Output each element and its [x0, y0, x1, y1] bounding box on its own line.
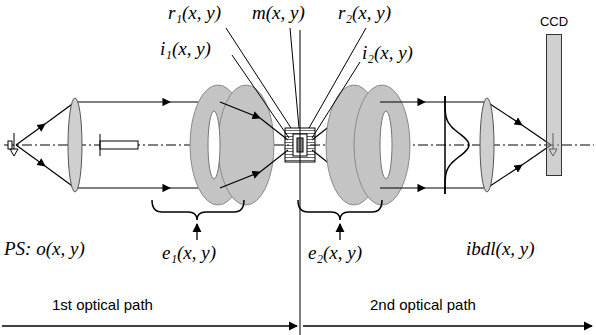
collimator-lens — [68, 98, 82, 192]
light-rays — [425, 187, 487, 188]
light-rays — [380, 187, 425, 188]
focusing-rays — [260, 118, 288, 140]
path-arrow — [303, 325, 592, 326]
objective-lens-left — [218, 85, 274, 205]
label-i2: i₂(x, y) — [362, 42, 413, 64]
central-stop — [100, 141, 138, 149]
light-rays — [75, 101, 170, 102]
leader-line — [309, 28, 366, 128]
leader-line — [226, 28, 366, 138]
leader-line — [290, 28, 299, 128]
point-source-arrow — [8, 141, 12, 149]
sensor-label: CCD — [538, 14, 570, 30]
gaussian-filter-profile — [445, 96, 469, 194]
path-divider — [300, 30, 301, 335]
central-stop — [100, 134, 138, 156]
central-stop — [100, 134, 101, 156]
pointer-arrow — [196, 224, 197, 240]
leader-line — [232, 55, 289, 138]
objective-lens-left — [208, 111, 220, 179]
focusing-rays — [220, 172, 260, 188]
light-rays — [380, 102, 551, 188]
path-label: 2nd optical path — [370, 296, 476, 314]
bracket — [152, 200, 382, 220]
path-arrow — [2, 325, 297, 326]
light-rays — [16, 145, 45, 166]
objective-lens-right — [326, 85, 410, 205]
light-rays — [16, 102, 220, 188]
bracket — [298, 200, 382, 220]
light-rays — [425, 101, 487, 102]
light-rays — [75, 187, 170, 188]
objective-lens-right — [380, 111, 392, 179]
label-r1: r₁(x, y) — [168, 2, 221, 24]
ccd-chip — [546, 34, 562, 176]
point-source-arrow — [10, 149, 18, 156]
light-rays — [16, 124, 45, 145]
light-rays — [380, 101, 425, 102]
label-source: PS: o(x, y) — [4, 238, 85, 260]
pointer-arrow — [197, 224, 340, 240]
focusing-rays — [260, 150, 288, 172]
label-ibdl: ibdl(x, y) — [466, 238, 535, 260]
point-source-arrow — [14, 133, 15, 150]
objective-lens-left — [190, 85, 274, 205]
path-label: 1st optical path — [52, 296, 153, 314]
label-r2: r₂(x, y) — [338, 2, 391, 24]
path-arrow — [2, 325, 592, 326]
objective-lens-right — [354, 85, 410, 205]
focusing-rays — [220, 102, 260, 118]
leader-line — [312, 62, 360, 138]
leader-line — [226, 28, 291, 128]
ccd-sensor: CCD — [538, 14, 570, 176]
label-m: m(x, y) — [252, 2, 305, 24]
label-e2: e₂(x, y) — [308, 242, 362, 264]
pointer-arrow — [339, 224, 340, 240]
bracket — [152, 200, 244, 220]
imaging-lens — [480, 98, 494, 192]
label-e1: e₁(x, y) — [162, 242, 216, 264]
label-i1: i₁(x, y) — [160, 38, 211, 60]
